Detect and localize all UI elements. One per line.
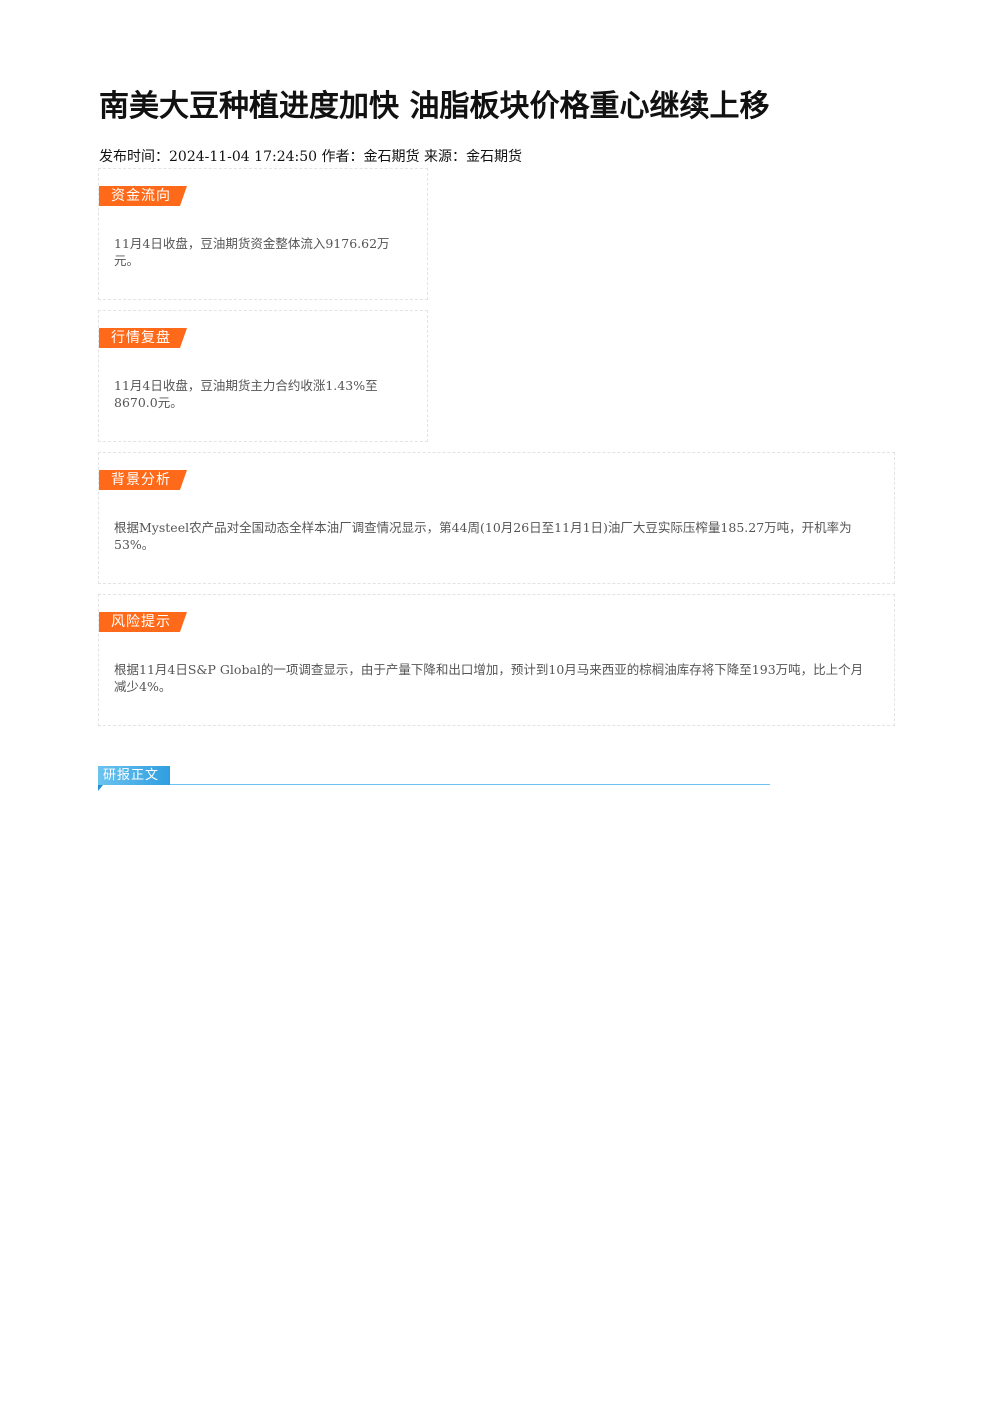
- risk-tag: 风险提示: [99, 612, 187, 632]
- fund-flow-text: 11月4日收盘，豆油期货资金整体流入9176.62万元。: [114, 236, 390, 268]
- market-review-tag: 行情复盘: [99, 328, 187, 348]
- background-card: 背景分析 根据Mysteel农产品对全国动态全样本油厂调查情况显示，第44周(1…: [98, 452, 895, 584]
- section-divider: [170, 784, 770, 785]
- risk-card: 风险提示 根据11月4日S&P Global的一项调查显示，由于产量下降和出口增…: [98, 594, 895, 726]
- risk-text: 根据11月4日S&P Global的一项调查显示，由于产量下降和出口增加，预计到…: [114, 662, 864, 694]
- article-title: 南美大豆种植进度加快 油脂板块价格重心继续上移: [99, 89, 770, 124]
- report-section-header: 研报正文: [98, 766, 770, 792]
- report-section-label: 研报正文: [98, 766, 170, 785]
- background-tag: 背景分析: [99, 470, 187, 490]
- background-text: 根据Mysteel农产品对全国动态全样本油厂调查情况显示，第44周(10月26日…: [114, 520, 852, 552]
- fund-flow-tag: 资金流向: [99, 186, 187, 206]
- market-review-card: 行情复盘 11月4日收盘，豆油期货主力合约收涨1.43%至8670.0元。: [98, 310, 428, 442]
- market-review-text: 11月4日收盘，豆油期货主力合约收涨1.43%至8670.0元。: [114, 378, 378, 410]
- ribbon-fold-icon: [98, 785, 103, 791]
- fund-flow-card: 资金流向 11月4日收盘，豆油期货资金整体流入9176.62万元。: [98, 168, 428, 300]
- article-meta: 发布时间：2024-11-04 17:24:50 作者：金石期货 来源：金石期货: [99, 149, 522, 165]
